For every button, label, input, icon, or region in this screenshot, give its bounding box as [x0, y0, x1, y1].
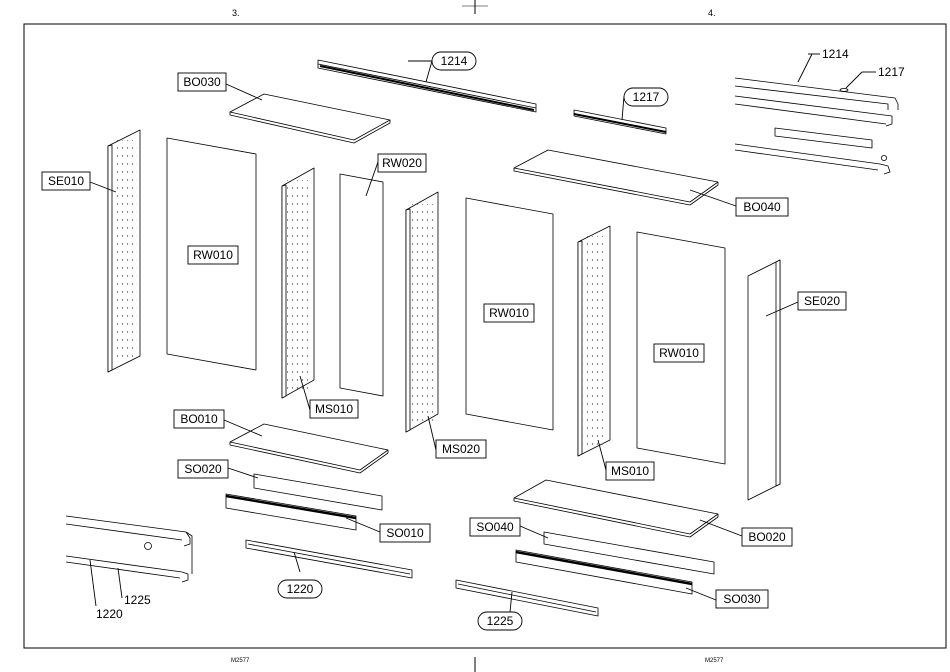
top-panel-bo040-part — [514, 150, 718, 205]
part-label-1217-pill: 1217 — [633, 90, 660, 104]
divider-ms010-right-part — [578, 226, 610, 456]
part-label-rw010-right: RW010 — [659, 346, 699, 360]
part-label-rw010-middle: RW010 — [489, 306, 529, 320]
part-label-1220-pill: 1220 — [287, 582, 314, 596]
part-label-1220-detail: 1220 — [96, 607, 123, 621]
part-label-so030: SO030 — [723, 592, 761, 606]
top-rail-1214-part — [318, 60, 536, 112]
part-label-bo030: BO030 — [183, 75, 221, 89]
part-label-1214-detail: 1214 — [822, 47, 849, 61]
part-label-so020: SO020 — [184, 462, 222, 476]
part-label-ms010-left: MS010 — [315, 402, 353, 416]
part-label-bo010: BO010 — [180, 412, 218, 426]
rail-1217-part — [574, 110, 666, 134]
bottom-panel-bo010-part — [230, 424, 388, 473]
part-label-ms010-right: MS010 — [611, 464, 649, 478]
part-label-1225-pill: 1225 — [487, 614, 514, 628]
part-label-1217-detail: 1217 — [878, 65, 905, 79]
part-label-1225-detail: 1225 — [124, 593, 151, 607]
part-label-se020: SE020 — [804, 294, 840, 308]
part-label-ms020: MS020 — [442, 442, 480, 456]
rail-profile-detail-bottom — [66, 516, 192, 582]
bottom-panel-bo020-part — [514, 480, 718, 537]
back-panel-rw020-part — [340, 174, 383, 396]
rail-1225-part — [456, 580, 598, 616]
rail-profile-detail-top — [735, 78, 898, 174]
rail-1220-part — [246, 540, 412, 578]
part-label-rw010-left: RW010 — [193, 248, 233, 262]
part-label-rw020: RW020 — [382, 156, 422, 170]
divider-ms020-part — [406, 192, 438, 432]
top-panel-bo030-part — [230, 94, 390, 143]
part-label-so040: SO040 — [476, 520, 514, 534]
part-label-bo040: BO040 — [743, 200, 781, 214]
part-label-so010: SO010 — [386, 526, 424, 540]
part-label-1214-pill: 1214 — [441, 54, 468, 68]
part-label-se010: SE010 — [48, 174, 84, 188]
side-panel-se020-part — [748, 260, 780, 500]
side-panel-se010-part — [108, 130, 140, 372]
divider-ms010-left-part — [282, 168, 314, 398]
part-label-bo020: BO020 — [748, 530, 786, 544]
